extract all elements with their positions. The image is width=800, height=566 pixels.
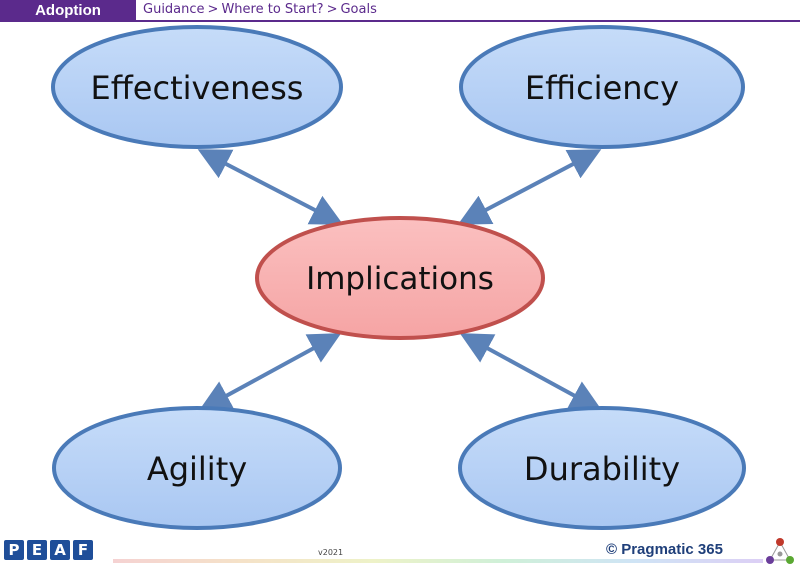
peaf-letter: F: [73, 540, 93, 560]
copyright-text: © Pragmatic 365: [606, 541, 723, 558]
node-effectiveness[interactable]: Effectiveness: [51, 25, 343, 149]
node-label-effectiveness: Effectiveness: [91, 69, 304, 107]
arrow-efficiency-implications: [457, 149, 602, 225]
breadcrumb-separator: >: [207, 2, 219, 17]
breadcrumb-separator: >: [326, 2, 338, 17]
arrow-durability-implications: [459, 333, 603, 411]
node-label-efficiency: Efficiency: [525, 69, 679, 107]
peaf-logo: P E A F: [4, 540, 93, 562]
breadcrumb-item-guidance[interactable]: Guidance: [143, 2, 205, 17]
peaf-letter: P: [4, 540, 24, 560]
goals-diagram: Effectiveness Efficiency Implications Ag…: [51, 25, 746, 530]
header-bar: Adoption Guidance>Where to Start?>Goals: [0, 0, 800, 22]
footer-rainbow-rule: [113, 559, 763, 563]
peaf-letter: A: [50, 540, 70, 560]
node-durability[interactable]: Durability: [458, 406, 746, 530]
node-label-agility: Agility: [147, 450, 247, 488]
node-implications[interactable]: Implications: [255, 216, 545, 340]
breadcrumb-item-goals: Goals: [340, 2, 377, 17]
arrow-agility-implications: [198, 333, 342, 411]
node-label-durability: Durability: [524, 450, 680, 488]
breadcrumb-item-where-to-start[interactable]: Where to Start?: [221, 2, 324, 17]
version-label: v2021: [318, 548, 344, 557]
breadcrumb: Guidance>Where to Start?>Goals: [136, 0, 800, 22]
arrow-effectiveness-implications: [197, 149, 344, 225]
node-label-implications: Implications: [306, 261, 494, 297]
pragmatic-365-logo-icon: [766, 538, 794, 564]
section-tag: Adoption: [0, 0, 136, 22]
node-efficiency[interactable]: Efficiency: [459, 25, 745, 149]
peaf-letter: E: [27, 540, 47, 560]
node-agility[interactable]: Agility: [52, 406, 342, 530]
